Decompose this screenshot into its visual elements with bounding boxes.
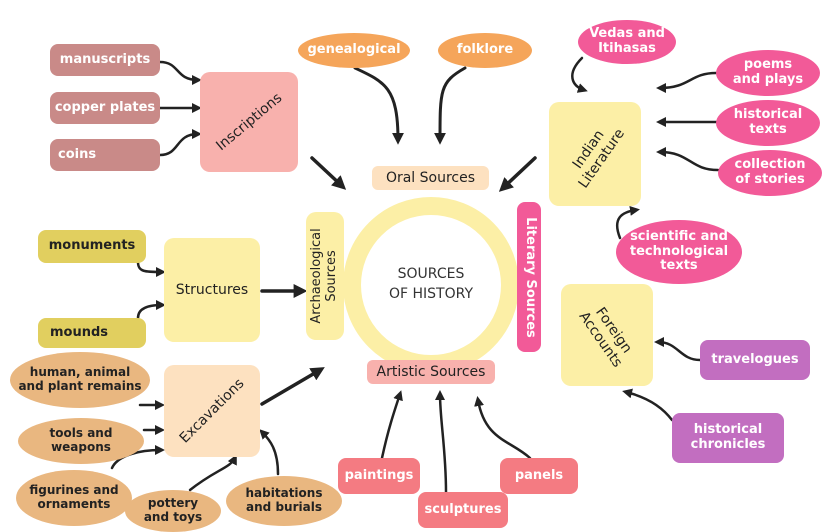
oral-sources-label: Oral Sources bbox=[372, 166, 489, 190]
arrow-manuscripts bbox=[158, 60, 202, 85]
arrow-coins bbox=[158, 129, 202, 157]
arrow-panels bbox=[474, 396, 532, 460]
arrow-excavations-center bbox=[260, 367, 325, 406]
arrow-chronicles bbox=[622, 388, 674, 422]
copper-plates-pill: copper plates bbox=[50, 92, 160, 124]
center-circle: SOURCES OF HISTORY bbox=[343, 197, 519, 373]
arrow-monuments bbox=[136, 260, 166, 277]
arrow-scientific bbox=[615, 205, 640, 240]
excavations-box: Excavations bbox=[164, 365, 260, 457]
travelogues-pill: travelogues bbox=[700, 340, 810, 380]
arrow-paintings bbox=[380, 390, 403, 460]
center-title: SOURCES OF HISTORY bbox=[388, 266, 474, 302]
inscriptions-box: Inscriptions bbox=[200, 72, 298, 172]
foreign-accounts-box: Foreign Accounts bbox=[561, 284, 653, 386]
arrow-poems bbox=[656, 71, 718, 93]
archaeological-sources-label: Archaeological Sources bbox=[306, 212, 344, 340]
panels-pill: panels bbox=[500, 458, 578, 494]
mounds-pill: mounds bbox=[38, 318, 146, 348]
arrow-travelogues bbox=[654, 337, 702, 362]
arrow-habitations bbox=[259, 429, 280, 476]
indian-literature-box: Indian Literature bbox=[549, 102, 641, 206]
monuments-pill: monuments bbox=[38, 230, 146, 263]
structures-box: Structures bbox=[164, 238, 260, 342]
arrow-pottery bbox=[188, 454, 237, 492]
paintings-pill: paintings bbox=[338, 458, 420, 494]
arrow-genealogical bbox=[353, 66, 404, 145]
artistic-sources-label: Artistic Sources bbox=[367, 360, 495, 384]
manuscripts-pill: manuscripts bbox=[50, 44, 160, 76]
genealogical-pill: genealogical bbox=[298, 33, 410, 68]
arrow-sculptures bbox=[435, 390, 448, 494]
arrow-mounds bbox=[136, 300, 166, 320]
arrow-indian-lit-center bbox=[498, 156, 537, 192]
literary-sources-label: Literary Sources bbox=[517, 202, 541, 352]
arrow-inscriptions-center bbox=[310, 156, 347, 190]
arrow-folklore bbox=[434, 66, 467, 145]
arrow-vedas bbox=[571, 56, 588, 93]
coins-pill: coins bbox=[50, 139, 160, 171]
arrow-collection bbox=[656, 147, 720, 172]
folklore-pill: folklore bbox=[438, 33, 532, 68]
sculptures-pill: sculptures bbox=[418, 492, 508, 528]
